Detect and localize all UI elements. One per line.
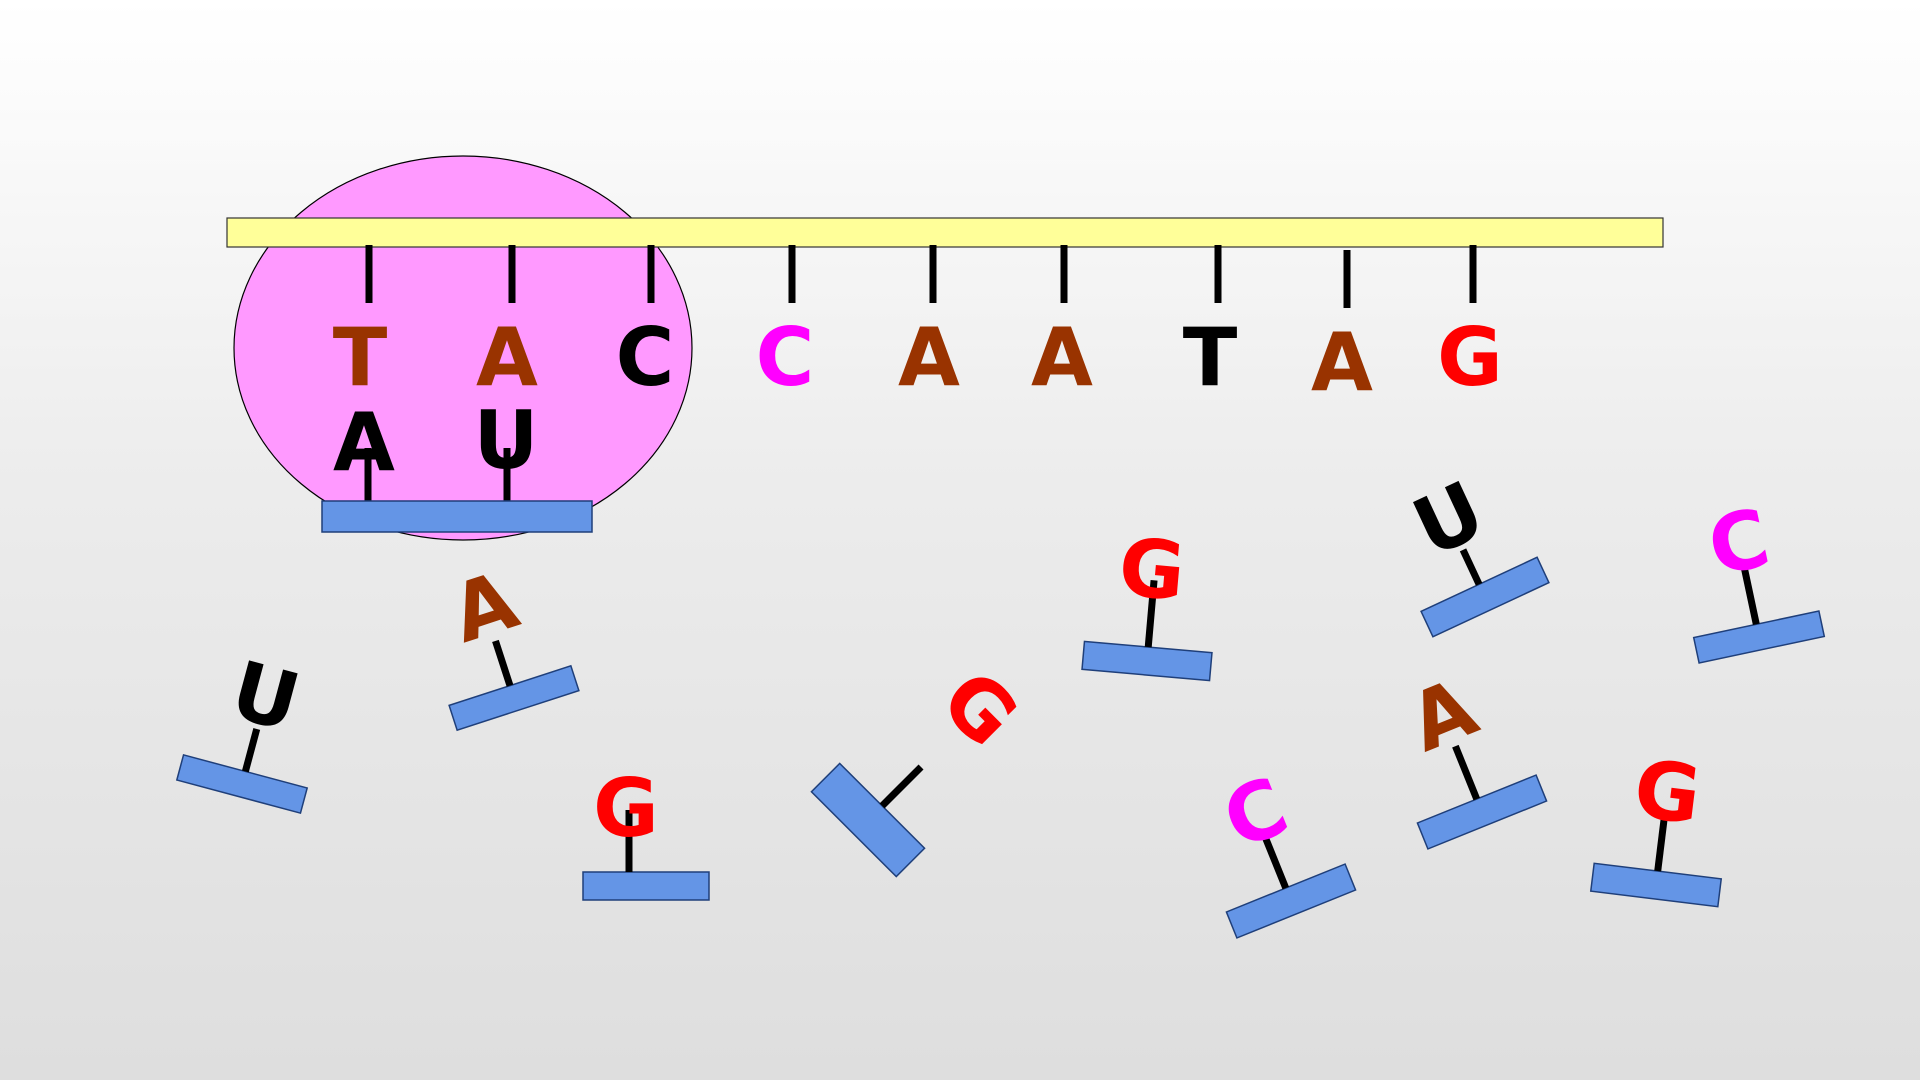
dna-base-letter: A <box>1311 316 1373 409</box>
dna-base: C <box>756 245 815 404</box>
dna-base-letter: T <box>1183 311 1238 404</box>
nucleotide-block <box>1420 556 1550 638</box>
nucleotide-letter: A <box>441 553 529 661</box>
dna-base-letter: G <box>1437 311 1503 404</box>
dna-base: A <box>1031 245 1093 404</box>
free-nucleotide: C <box>1692 491 1826 664</box>
nucleotide-letter: U <box>1400 464 1498 576</box>
nucleotide-block <box>1589 862 1723 908</box>
dna-backbone <box>226 217 1664 248</box>
free-nucleotide: G <box>810 653 1035 878</box>
nucleotide-block <box>1081 640 1213 682</box>
dna-base-letter: A <box>898 311 960 404</box>
dna-base: G <box>1437 245 1503 404</box>
nucleotide-block <box>175 753 309 815</box>
nucleotide-letter: C <box>1211 759 1300 867</box>
dna-base-letter: T <box>333 311 388 404</box>
free-nucleotide: G <box>1081 520 1213 682</box>
nucleotide-letter: U <box>222 643 309 750</box>
nucleotide-block <box>1416 774 1548 850</box>
nucleotide-block <box>582 871 710 901</box>
nucleotide-letter: A <box>1397 660 1489 769</box>
nucleotide-letter: G <box>593 762 659 855</box>
dna-base: T <box>333 245 388 404</box>
bound-nucleotide-unit: A U <box>321 394 593 533</box>
dna-base-letter: A <box>476 311 538 404</box>
bound-block <box>321 500 593 533</box>
dna-base: A <box>476 245 538 404</box>
dna-base: A <box>1311 250 1373 409</box>
dna-strand: T A C C A A T A <box>333 245 1503 409</box>
free-nucleotide: U <box>1400 464 1550 638</box>
ribosome-ellipse <box>233 155 693 541</box>
dna-base: A <box>898 245 960 404</box>
nucleotide-block <box>448 664 580 732</box>
free-nucleotide: G <box>1589 742 1723 908</box>
nucleotide-block <box>1225 863 1357 939</box>
nucleotide-letter: C <box>1701 491 1778 594</box>
free-nucleotide: C <box>1211 759 1357 939</box>
nucleotide-block <box>1692 610 1826 664</box>
free-nucleotide: U <box>175 643 309 815</box>
free-nucleotide: A <box>441 553 580 732</box>
dna-base-letter: A <box>1031 311 1093 404</box>
nucleotide-letter: G <box>923 653 1035 765</box>
free-nucleotide: A <box>1397 660 1548 850</box>
free-nucleotide: G <box>582 762 710 901</box>
dna-base-letter: C <box>616 311 675 404</box>
dna-base: C <box>616 245 675 404</box>
nucleotide-letter: G <box>1629 742 1706 842</box>
bound-base-letter: A <box>333 396 395 489</box>
nucleotide-letter: G <box>1115 520 1189 618</box>
dna-base: T <box>1183 245 1238 404</box>
dna-base-letter: C <box>756 311 815 404</box>
